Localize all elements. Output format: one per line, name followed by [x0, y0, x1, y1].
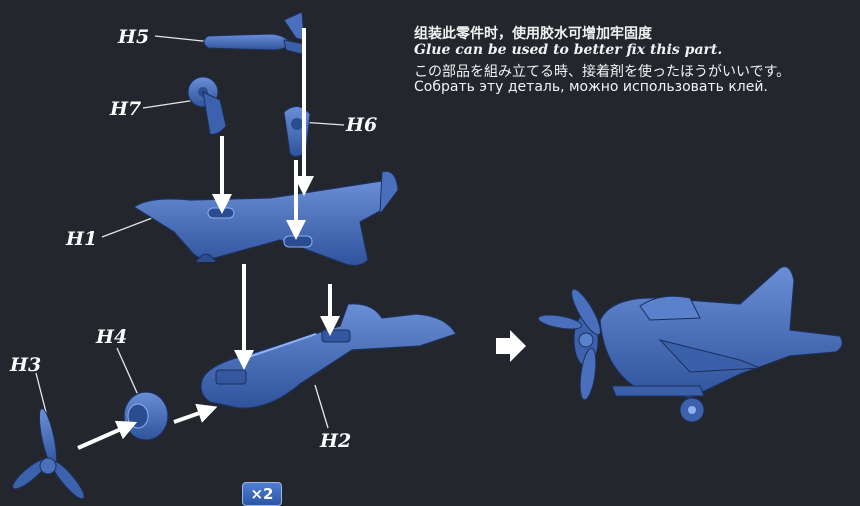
assembled-plane	[537, 265, 843, 423]
part-h3-propeller	[12, 408, 85, 500]
instruction-russian: Собрать эту деталь, можно использовать к…	[414, 79, 768, 95]
instruction-english: Glue can be used to better fix this part…	[414, 42, 723, 58]
part-h4-cowling	[123, 391, 169, 441]
part-h5-bomb	[203, 11, 305, 55]
part-h6-gear-leg	[283, 106, 311, 158]
assembly-arrows	[77, 28, 340, 450]
part-h1-wing	[132, 170, 399, 267]
label-h1: H1	[66, 228, 98, 250]
instruction-chinese: 组装此零件时，使用胶水可增加牢固度	[414, 26, 652, 42]
quantity-badge: ×2	[242, 482, 282, 506]
label-h7: H7	[110, 98, 142, 120]
label-h4: H4	[96, 326, 128, 348]
result-arrow	[496, 330, 526, 362]
label-h2: H2	[320, 430, 352, 452]
label-h6: H6	[346, 114, 378, 136]
part-h7-gear-leg	[187, 76, 227, 135]
label-h5: H5	[118, 26, 150, 48]
instruction-japanese: この部品を組み立てる時、接着剤を使ったほうがいいです。	[414, 64, 791, 80]
label-h3: H3	[10, 354, 42, 376]
